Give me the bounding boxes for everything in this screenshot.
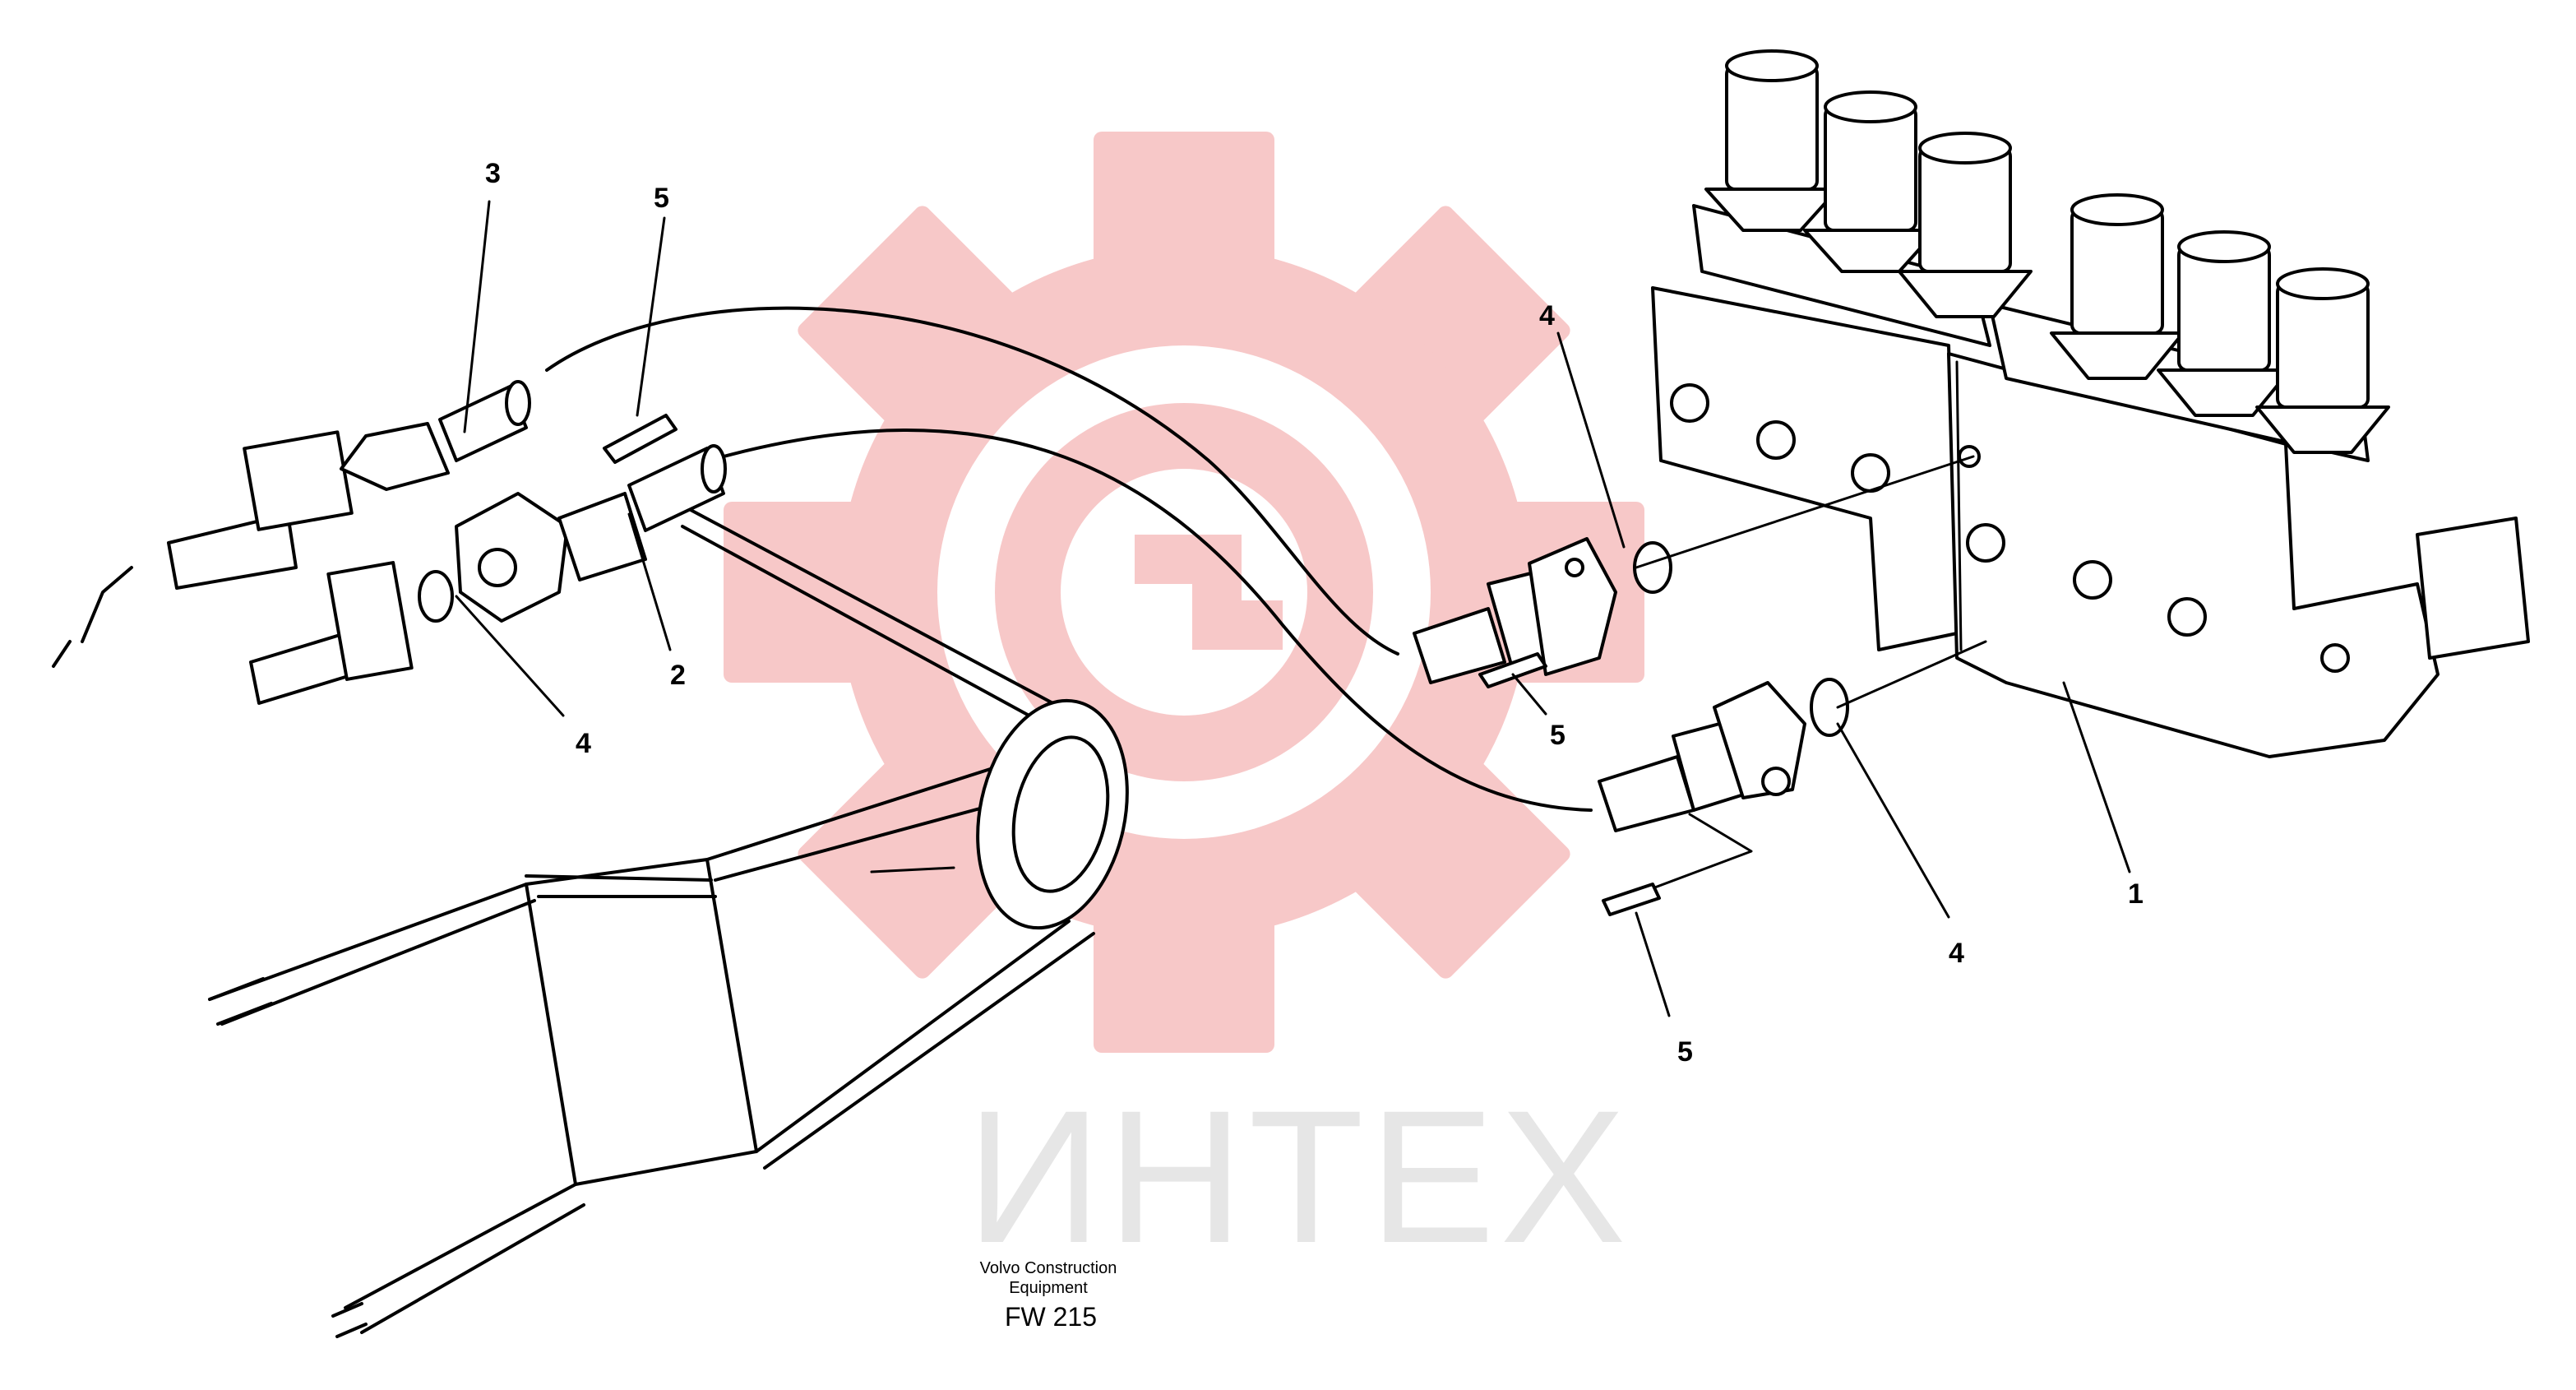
callout-5-center: 5 xyxy=(1550,720,1565,751)
callouts: 3 5 2 4 4 5 4 5 1 xyxy=(485,158,2144,1068)
lower-fitting xyxy=(1598,678,1849,916)
callout-1: 1 xyxy=(2128,878,2144,910)
callout-4-lower: 4 xyxy=(1949,938,1964,969)
figure-code: FW 215 xyxy=(1005,1302,1097,1332)
solenoid-3 xyxy=(1898,132,2033,318)
solenoid-1 xyxy=(1704,49,1839,232)
callout-2: 2 xyxy=(670,660,686,691)
leader-lines xyxy=(455,200,2131,1017)
solenoids xyxy=(1704,49,2390,454)
solenoid-2 xyxy=(1803,90,1938,273)
solenoid-5 xyxy=(2157,230,2292,417)
callout-3: 3 xyxy=(485,158,501,189)
watermark-text: ИНТЕХ xyxy=(966,1071,1631,1282)
callout-4-left: 4 xyxy=(576,728,591,759)
left-fitting-upper xyxy=(167,380,531,590)
callout-5-upper-left: 5 xyxy=(654,183,669,214)
solenoid-4 xyxy=(2050,193,2185,380)
boom-arm xyxy=(208,508,1129,1338)
brand-line-1: Volvo Construction xyxy=(980,1259,1117,1277)
hoses xyxy=(52,306,1593,812)
callout-5-lower: 5 xyxy=(1677,1036,1693,1068)
callout-4-center: 4 xyxy=(1539,300,1555,331)
left-fitting-lower xyxy=(249,414,727,705)
solenoid-6 xyxy=(2255,267,2390,454)
footer: Volvo Construction Equipment FW 215 xyxy=(980,1259,1117,1332)
center-fitting xyxy=(1413,537,1672,688)
brand-line-2: Equipment xyxy=(1009,1279,1088,1297)
